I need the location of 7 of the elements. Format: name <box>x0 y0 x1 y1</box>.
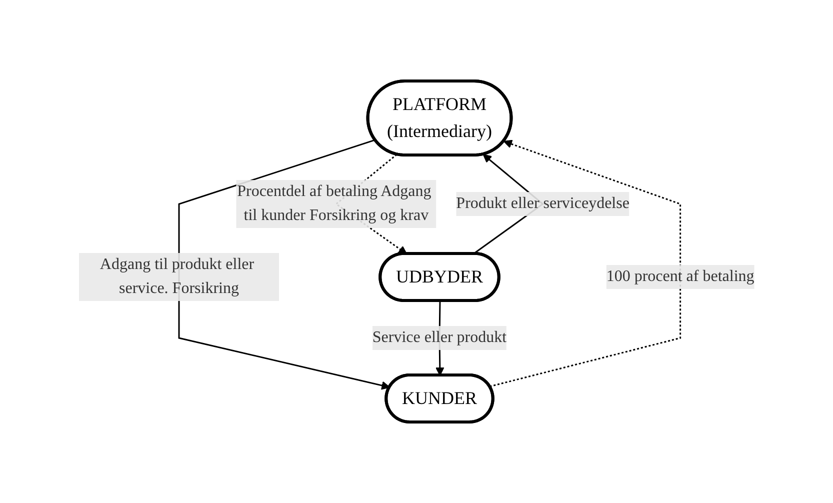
edge-label: Produkt eller serviceydelse <box>456 194 630 212</box>
edge-label: Service eller produkt <box>372 328 506 346</box>
arrow <box>178 139 390 390</box>
edge-label: Procentdel af betaling Adgang til kunder Forsikring og krav <box>236 182 432 224</box>
edge-label: 100 procent af betaling <box>606 268 754 285</box>
arrow <box>489 140 681 388</box>
edge-label: Adgang til produkt eller service. Forsikring <box>100 256 254 297</box>
